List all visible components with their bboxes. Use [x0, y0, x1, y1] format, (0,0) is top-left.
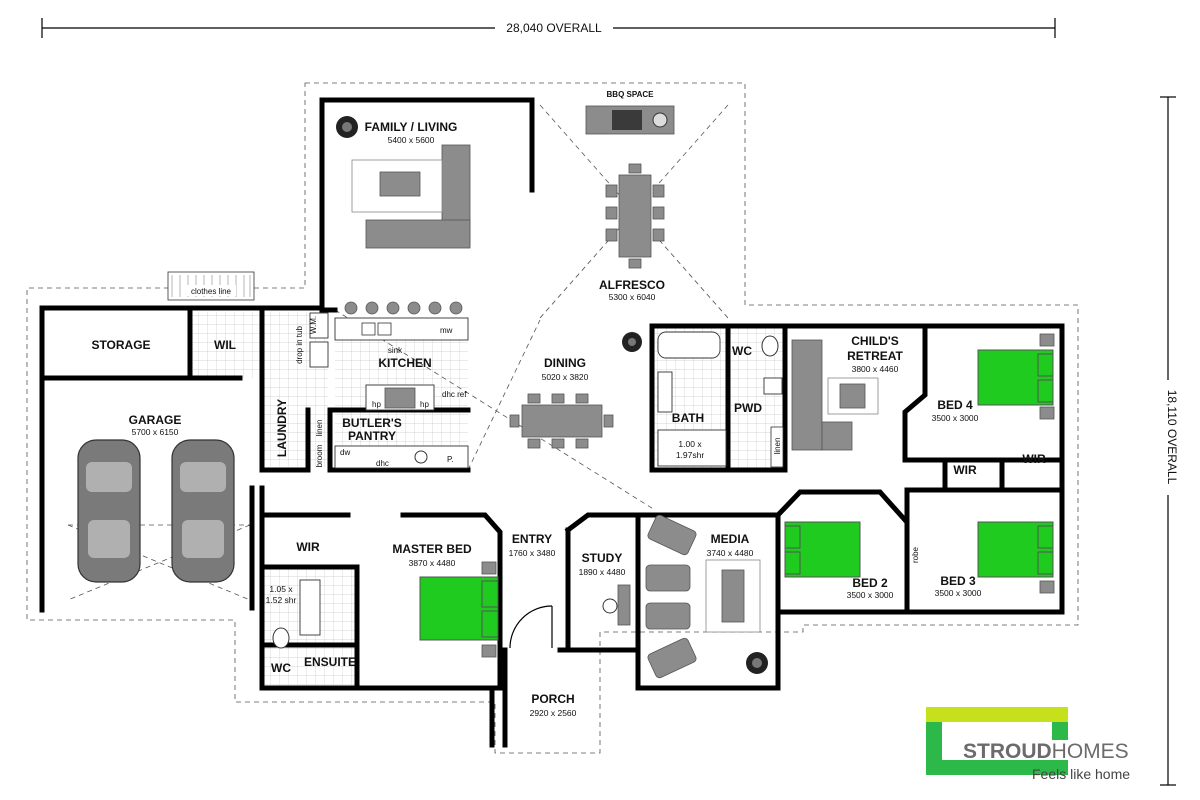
- bath-fixtures: [657, 331, 784, 468]
- alfresco-label: ALFRESCO: [599, 278, 665, 292]
- microwave-label: mw: [440, 326, 453, 335]
- childs-retreat-size: 3800 x 4460: [852, 364, 899, 374]
- childs-retreat-label-line2: RETREAT: [847, 349, 903, 363]
- overall-depth-dimension: 18,110 OVERALL: [1160, 96, 1179, 786]
- alfresco-diagonals: [539, 104, 729, 319]
- wir-master-label: WIR: [296, 540, 320, 554]
- car-icon: [171, 439, 235, 583]
- bed2-bed: [784, 521, 861, 578]
- brand-tagline: Feels like home: [1032, 766, 1130, 782]
- master-bed-label: MASTER BED: [392, 542, 472, 556]
- pantry-fixtures: [334, 445, 469, 469]
- bed2-label: BED 2: [852, 576, 888, 590]
- porch-label: PORCH: [531, 692, 574, 706]
- dining-label: DINING: [544, 356, 586, 370]
- plant-icon: [622, 332, 642, 352]
- bath-shower-size-line2: 1.97shr: [676, 450, 705, 460]
- wir-bed4-label: WIR: [1022, 452, 1046, 466]
- wc-ensuite-label: WC: [271, 661, 291, 675]
- overall-depth-label: 18,110 OVERALL: [1165, 390, 1179, 485]
- alfresco-table: [605, 163, 665, 269]
- pwd-label: PWD: [734, 401, 762, 415]
- brand-name-bold: STROUD: [963, 740, 1052, 763]
- bath-linen-label: linen: [773, 438, 782, 455]
- broom-label: broom: [315, 444, 324, 467]
- childs-retreat-label-line1: CHILD'S: [851, 334, 899, 348]
- bed3-size: 3500 x 3000: [935, 588, 982, 598]
- family-sofa: [351, 144, 471, 249]
- laundry-fixtures: [309, 312, 329, 368]
- study-label: STUDY: [582, 551, 623, 565]
- porch-size: 2920 x 2560: [530, 708, 577, 718]
- entry-label: ENTRY: [512, 532, 552, 546]
- overall-width-dimension: 28,040 OVERALL: [41, 18, 1056, 38]
- media-furniture: [645, 514, 761, 679]
- entry-door: [509, 605, 553, 649]
- bed4-label: BED 4: [937, 398, 973, 412]
- bbq-space: BBQ SPACE: [585, 90, 675, 135]
- master-bed-size: 3870 x 4480: [409, 558, 456, 568]
- sink-label: sink: [388, 346, 403, 355]
- bath-shower-size-line1: 1.00 x: [678, 439, 702, 449]
- ensuite-label: ENSUITE: [304, 655, 356, 669]
- bbq-space-label: BBQ SPACE: [607, 90, 655, 99]
- fridge-label: dhc ref: [442, 390, 467, 399]
- study-size: 1890 x 4480: [579, 567, 626, 577]
- master-bed-bed: [419, 561, 499, 658]
- drop-in-tub-label: drop in tub: [295, 326, 304, 364]
- bed2-size: 3500 x 3000: [847, 590, 894, 600]
- car-icon: [77, 439, 141, 583]
- brand-name: STROUDHOMES: [963, 740, 1129, 763]
- retreat-sofa: [791, 339, 879, 451]
- pantry-p-label: P.: [447, 455, 454, 464]
- clothes-line: clothes line: [167, 271, 255, 301]
- dishwasher-label: dw: [340, 448, 350, 457]
- dining-table: [509, 393, 614, 449]
- laundry-linen-label: linen: [315, 420, 324, 437]
- wc-main-label: WC: [732, 344, 752, 358]
- wil-tiles: [193, 312, 263, 378]
- media-size: 3740 x 4480: [707, 548, 754, 558]
- wil-label: WIL: [214, 338, 236, 352]
- bed4-bed: [977, 333, 1055, 420]
- family-living-label: FAMILY / LIVING: [365, 120, 458, 134]
- dining-size: 5020 x 3820: [542, 372, 589, 382]
- plant-icon: [746, 652, 768, 674]
- ensuite-shower-size-line2: 1.52 shr: [266, 595, 297, 605]
- stroud-homes-logo: STROUDHOMES Feels like home: [926, 707, 1130, 782]
- brand-name-rest: HOMES: [1052, 740, 1129, 763]
- kitchen-label: KITCHEN: [378, 356, 431, 370]
- robe-label: robe: [911, 546, 920, 563]
- plant-icon: [336, 116, 358, 138]
- bed3-bed: [977, 521, 1055, 594]
- storage-label: STORAGE: [91, 338, 150, 352]
- alfresco-size: 5300 x 6040: [609, 292, 656, 302]
- dining-diagonals: [334, 309, 656, 511]
- ensuite-shower-size-line1: 1.05 x: [269, 584, 293, 594]
- pantry-label-line2: PANTRY: [348, 429, 396, 443]
- wir-bed3-label: WIR: [953, 463, 977, 477]
- bed4-size: 3500 x 3000: [932, 413, 979, 423]
- pantry-label-line1: BUTLER'S: [342, 416, 402, 430]
- family-living-size: 5400 x 5600: [388, 135, 435, 145]
- hotplate-label-left: hp: [372, 400, 381, 409]
- garage-label: GARAGE: [129, 413, 182, 427]
- kitchen-bench: [334, 301, 469, 411]
- bed3-label: BED 3: [940, 574, 976, 588]
- laundry-label: LAUNDRY: [275, 399, 289, 457]
- ensuite-fixtures: [272, 579, 321, 649]
- study-desk: [602, 584, 631, 626]
- hotplate-label-right: hp: [420, 400, 429, 409]
- bath-label: BATH: [672, 411, 704, 425]
- garage-size: 5700 x 6150: [132, 427, 179, 437]
- roof-eaves-outline: [26, 82, 1079, 754]
- washing-machine-label: W.M.: [309, 316, 318, 334]
- overall-width-label: 28,040 OVERALL: [506, 21, 602, 35]
- media-label: MEDIA: [711, 532, 750, 546]
- walls: [39, 97, 1065, 748]
- clothes-line-label: clothes line: [191, 287, 232, 296]
- entry-size: 1760 x 3480: [509, 548, 556, 558]
- pantry-dhc-label: dhc: [376, 459, 389, 468]
